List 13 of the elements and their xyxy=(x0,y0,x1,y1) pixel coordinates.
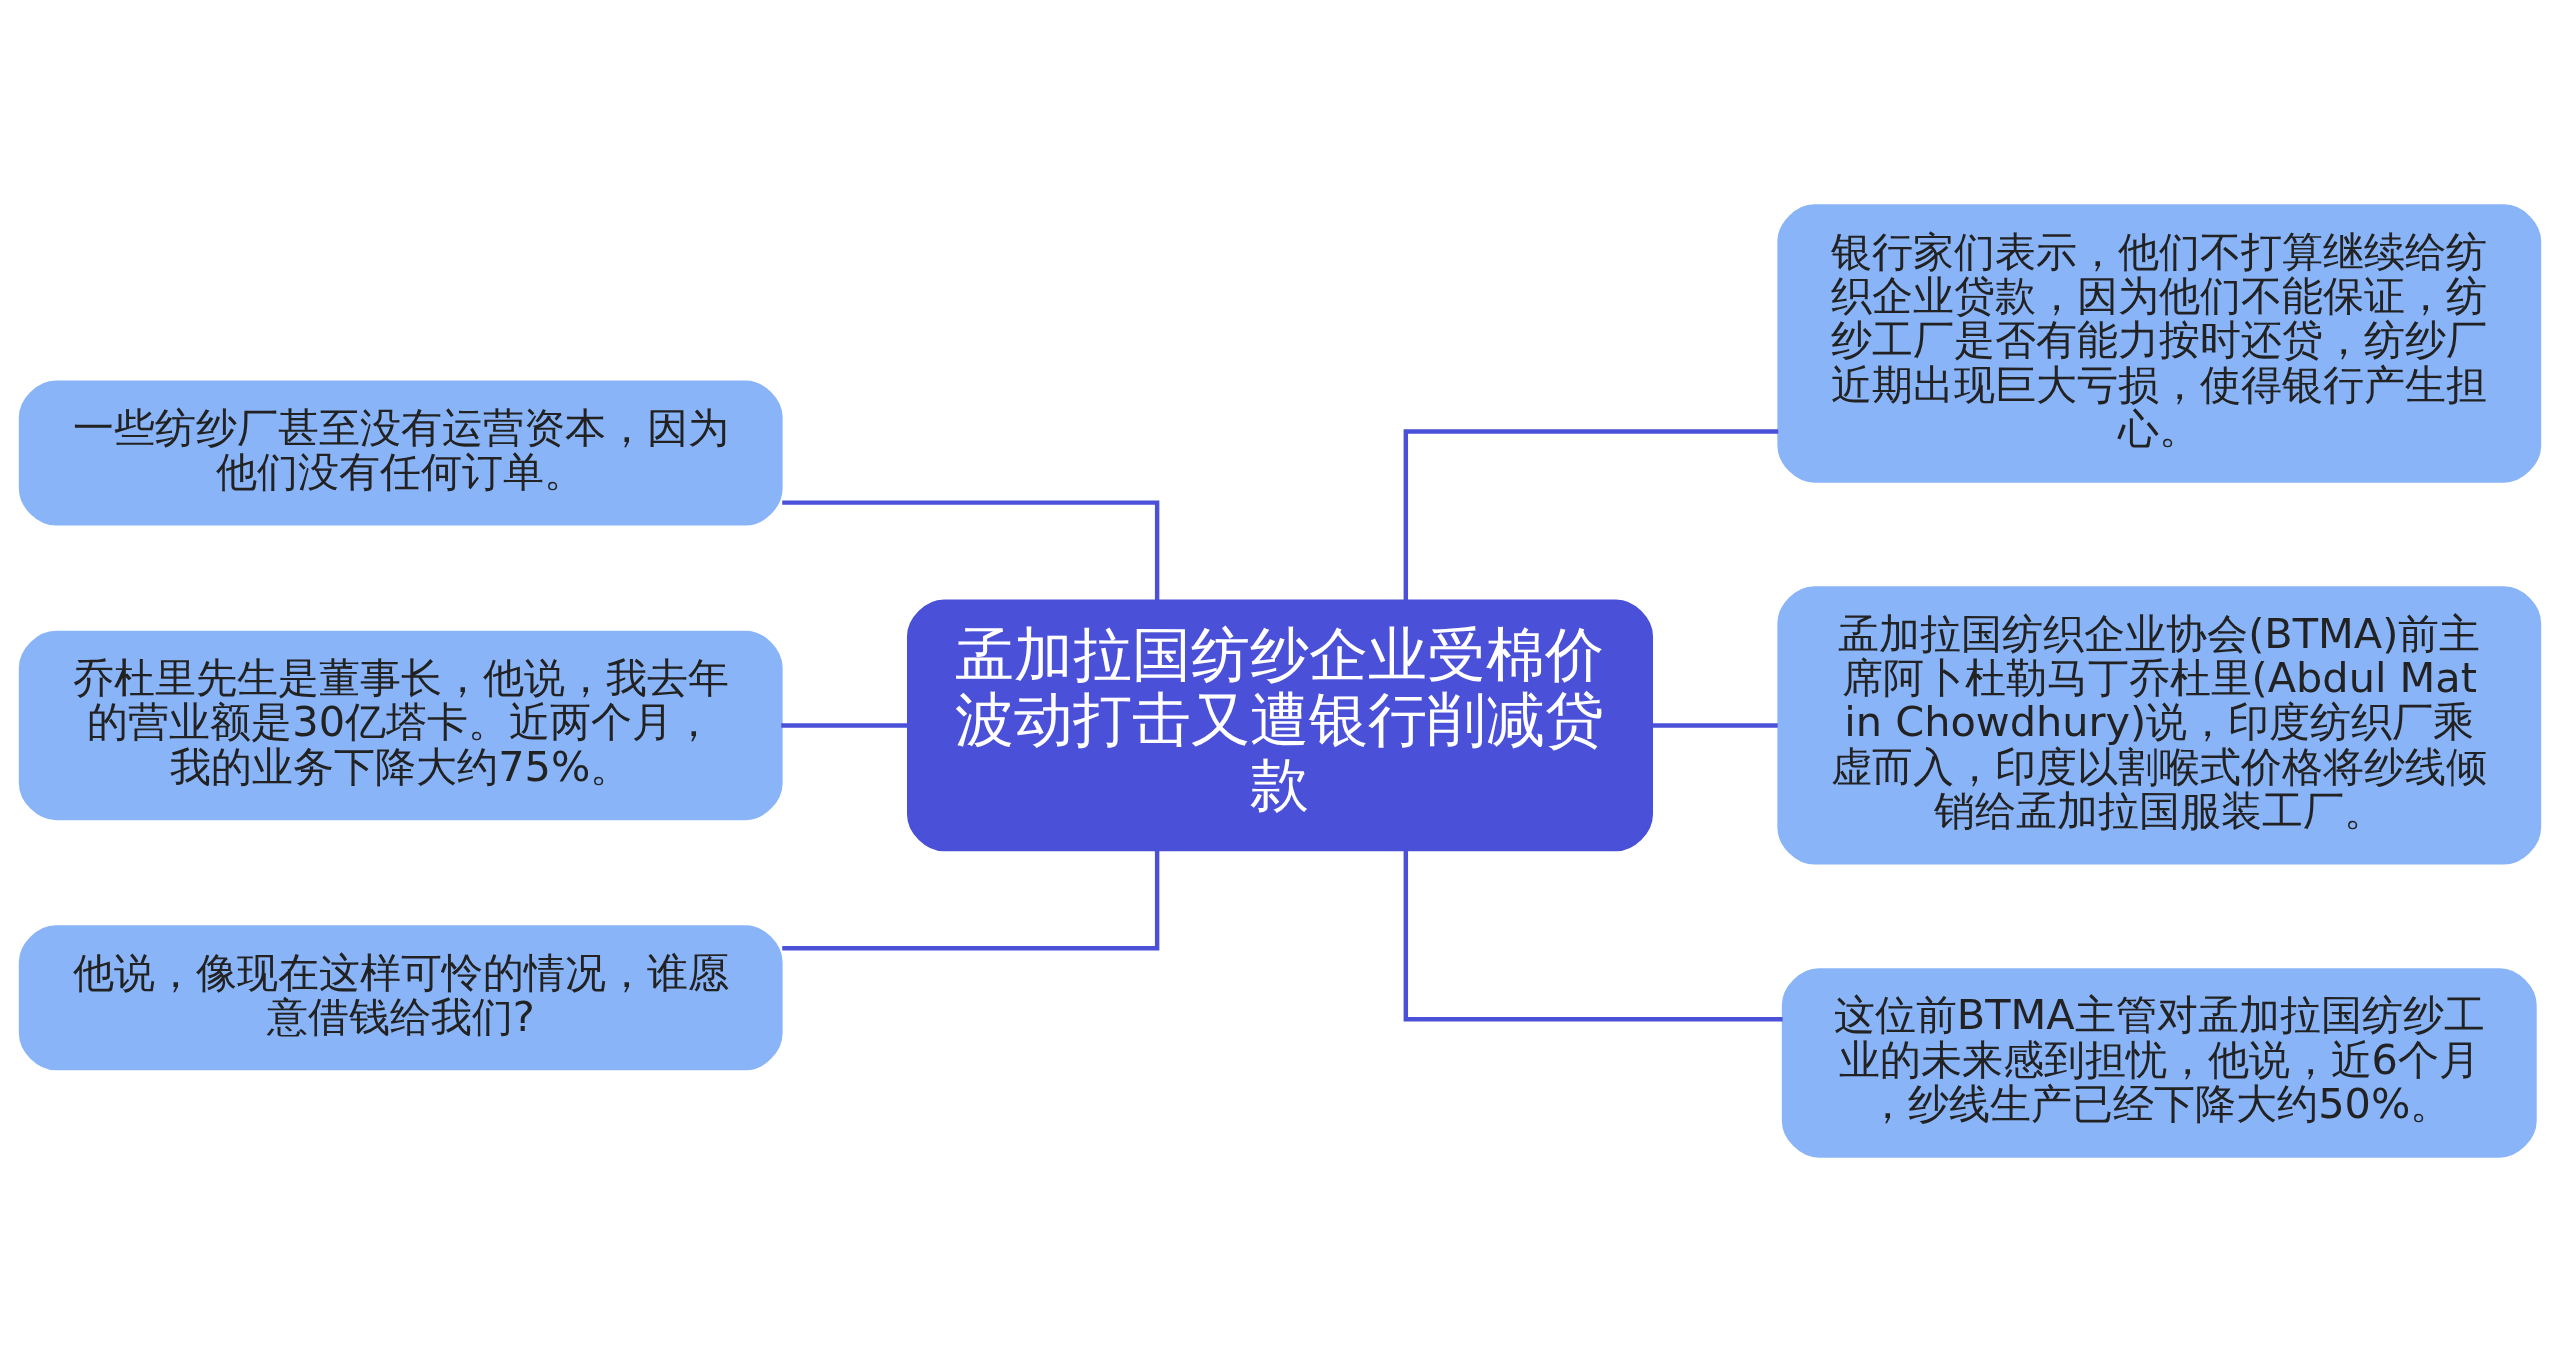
node-box: 银行家们表示，他们不打算继续给纺织企业贷款，因为他们不能保证，纺纱工厂是否有能力按时还贷，纺纱厂近期出现巨大亏损，使得银行产生担心。 xyxy=(1777,203,2542,483)
node-box: 孟加拉国纺纱企业受棉价波动打击又遭银行削减贷款 xyxy=(907,599,1653,851)
connector xyxy=(782,849,1160,950)
connector xyxy=(1403,428,1779,601)
node-box: 一些纺纱厂甚至没有运营资本，因为他们没有任何订单。 xyxy=(18,380,783,526)
node-box: 孟加拉国纺织企业协会(BTMA)前主席阿卜杜勒马丁乔杜里(Abdul Matin Chowdhury)说，印度纺织厂乘虚而入，印度以割喉式价格将纱线倾销给孟加拉国服装工厂。 xyxy=(1777,585,2542,865)
connector xyxy=(1651,722,1778,728)
connector xyxy=(782,499,1160,601)
node-box: 他说，像现在这样可怜的情况，谁愿意借钱给我们? xyxy=(18,924,783,1070)
node-box: 乔杜里先生是董事长，他说，我去年的营业额是30亿塔卡。近两个月，我的业务下降大约75%。 xyxy=(18,630,783,820)
node-box: 这位前BTMA主管对孟加拉国纺纱工业的未来感到担忧，他说，近6个月，纱线生产已经下降大约50%。 xyxy=(1781,967,2537,1158)
connector xyxy=(1403,849,1783,1021)
connector xyxy=(781,722,908,728)
